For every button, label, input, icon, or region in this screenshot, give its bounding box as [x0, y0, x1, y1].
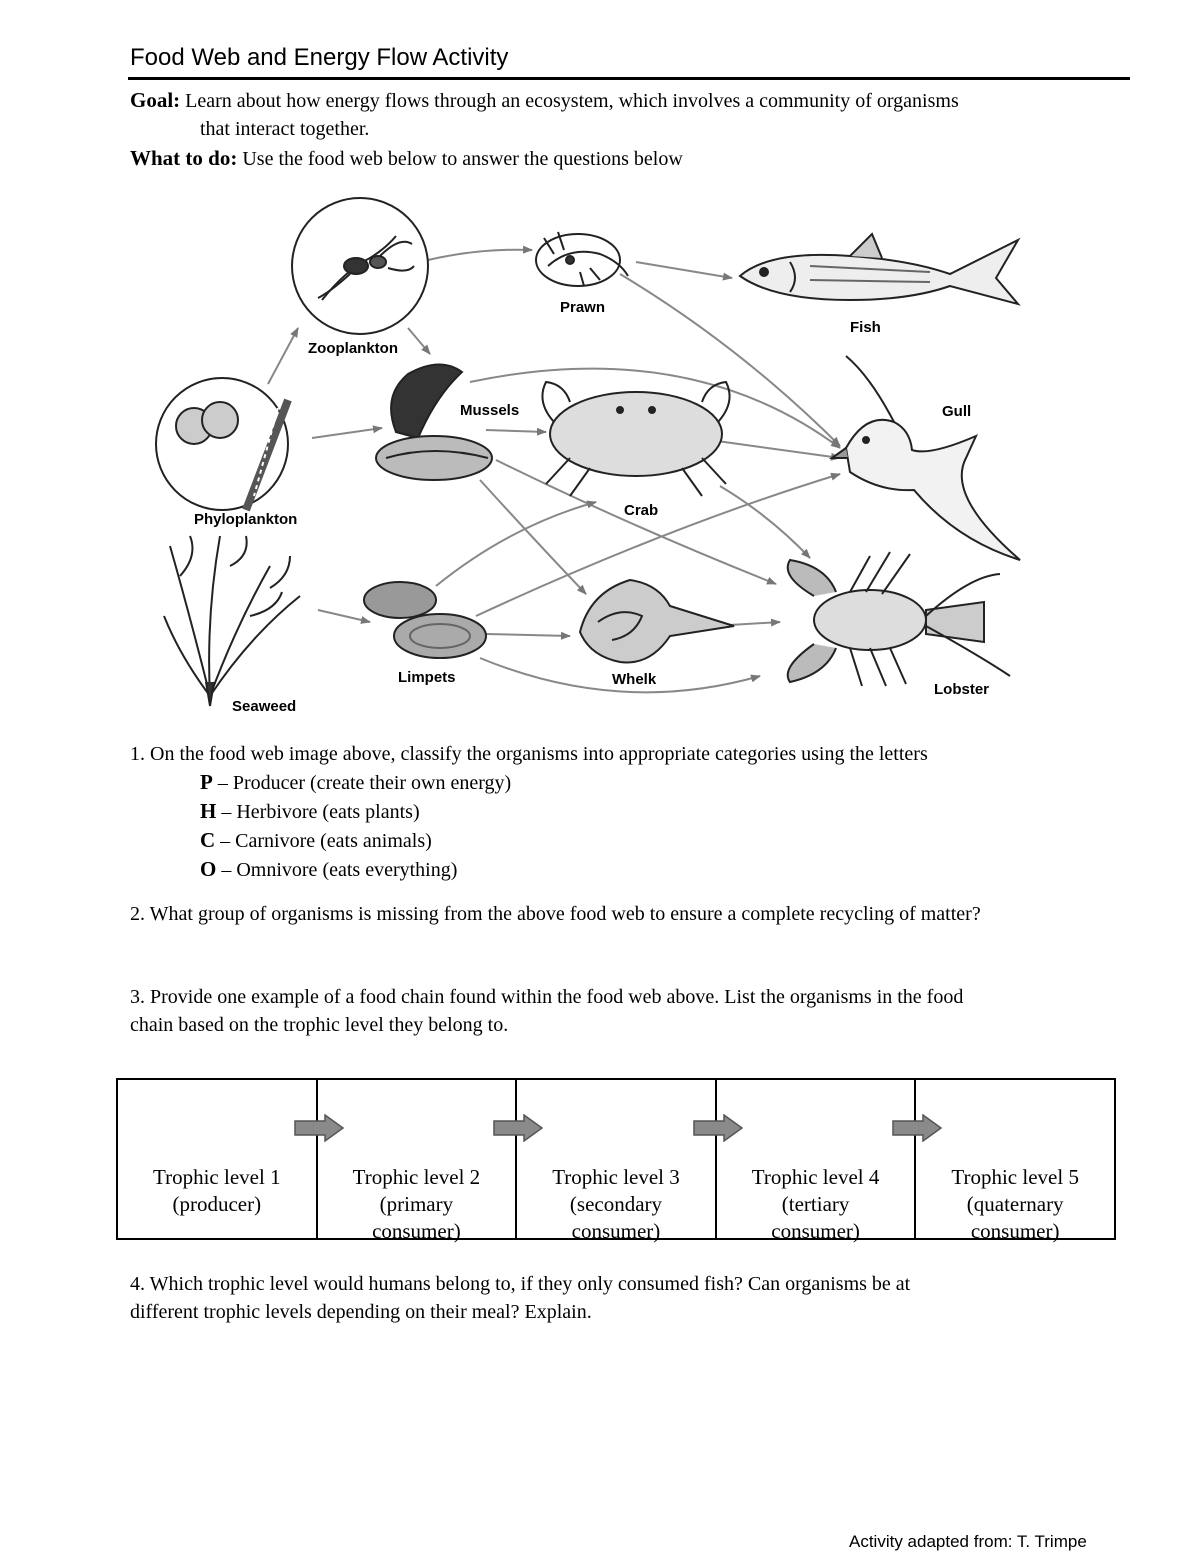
trophic-level-name: Trophic level 2 — [352, 1165, 481, 1189]
category-omnivore: O – Omnivore (eats everything) — [130, 855, 928, 884]
arrow-limpets-gull — [475, 472, 841, 617]
zooplankton-illustration — [291, 197, 429, 335]
limpets-illustration — [363, 581, 487, 659]
label-prawn: Prawn — [560, 299, 605, 316]
goal-line-2: that interact together. — [200, 118, 370, 140]
label-seaweed: Seaweed — [232, 698, 296, 715]
arrow-seaweed-limpets — [317, 609, 371, 624]
goal-label: Goal: — [130, 88, 181, 112]
arrow-mussels-whelk — [479, 479, 587, 595]
category-desc: – Herbivore (eats plants) — [216, 801, 420, 823]
category-herbivore: H – Herbivore (eats plants) — [130, 797, 928, 826]
trophic-cell-2[interactable]: Trophic level 2 (primary consumer) — [293, 1080, 518, 1243]
arrow-mussels-gull — [469, 367, 841, 449]
label-limpets: Limpets — [398, 669, 456, 686]
category-desc: – Omnivore (eats everything) — [216, 859, 458, 881]
label-lobster: Lobster — [934, 681, 989, 698]
mussels-illustration — [375, 363, 493, 481]
what-to-do-paragraph: What to do: Use the food web below to an… — [130, 144, 683, 173]
trophic-cell-4[interactable]: Trophic level 4 (tertiary consumer) — [693, 1080, 917, 1243]
trophic-level-role: consumer) — [970, 1219, 1060, 1243]
trophic-level-role: consumer) — [571, 1219, 661, 1243]
arrow-phyto-mussels — [311, 425, 383, 439]
whelk-illustration — [578, 578, 735, 664]
crab-illustration — [541, 380, 731, 497]
arrow-zoo-mussels — [407, 327, 431, 355]
trophic-level-role: (secondary — [569, 1192, 663, 1216]
goal-paragraph: Goal: Learn about how energy flows throu… — [130, 86, 1130, 143]
trophic-level-name: Trophic level 5 — [951, 1165, 1079, 1189]
trophic-level-role: (producer) — [172, 1192, 262, 1216]
right-arrow-icon — [892, 1114, 943, 1142]
label-fish: Fish — [850, 319, 881, 336]
category-carnivore: C – Carnivore (eats animals) — [130, 826, 928, 855]
seaweed-illustration — [163, 535, 301, 707]
trophic-level-name: Trophic level 4 — [751, 1165, 880, 1189]
question-2: 2. What group of organisms is missing fr… — [130, 903, 981, 925]
question-1-text: 1. On the food web image above, classify… — [130, 743, 928, 765]
question-1: 1. On the food web image above, classify… — [130, 740, 928, 884]
attribution-footer: Activity adapted from: T. Trimpe — [849, 1532, 1087, 1551]
trophic-cell-5[interactable]: Trophic level 5 (quaternary consumer) — [892, 1080, 1114, 1243]
arrow-mussels-lobster — [495, 459, 777, 585]
arrow-crab-lobster — [719, 485, 811, 559]
question-4-line-1: 4. Which trophic level would humans belo… — [130, 1273, 911, 1295]
arrow-mussels-crab — [485, 427, 547, 436]
lobster-illustration — [786, 551, 1011, 687]
trophic-level-role: consumer) — [771, 1219, 860, 1243]
category-letter: C — [200, 828, 216, 852]
trophic-level-role: (quaternary — [966, 1192, 1064, 1216]
trophic-cell-1[interactable]: Trophic level 1 (producer) — [118, 1080, 318, 1238]
goal-line-1: Learn about how energy flows through an … — [185, 90, 959, 112]
trophic-level-name: Trophic level 3 — [552, 1165, 680, 1189]
trophic-level-name: Trophic level 1 — [153, 1165, 281, 1189]
arrow-zoo-prawn — [427, 245, 533, 261]
arrow-limpets-lobster — [479, 657, 761, 694]
question-3: 3. Provide one example of a food chain f… — [130, 983, 1130, 1039]
question-3-line-1: 3. Provide one example of a food chain f… — [130, 986, 964, 1008]
category-letter: P — [200, 770, 213, 794]
food-web-diagram: Prawn Fish Zooplankton Mussels Gull Crab… — [155, 197, 1021, 715]
label-whelk: Whelk — [612, 671, 657, 688]
category-letter: O — [200, 857, 217, 881]
gull-illustration — [828, 355, 1021, 561]
right-arrow-icon — [693, 1114, 744, 1142]
question-4: 4. Which trophic level would humans belo… — [130, 1270, 1130, 1326]
trophic-cell-3[interactable]: Trophic level 3 (secondary consumer) — [493, 1080, 717, 1243]
category-letter: H — [200, 799, 217, 823]
arrow-crab-gull — [709, 439, 841, 461]
category-desc: – Carnivore (eats animals) — [215, 830, 432, 852]
arrow-limpets-whelk — [485, 631, 571, 640]
question-3-line-2: chain based on the trophic level they be… — [130, 1014, 509, 1036]
what-to-do-label: What to do: — [130, 146, 238, 170]
arrow-limpets-crab — [435, 500, 597, 587]
right-arrow-icon — [493, 1114, 544, 1142]
phyloplankton-illustration — [155, 377, 292, 512]
category-producer: P – Producer (create their own energy) — [130, 768, 928, 797]
trophic-level-role: (tertiary — [781, 1192, 850, 1216]
category-desc: – Producer (create their own energy) — [212, 772, 512, 794]
what-to-do-text: Use the food web below to answer the que… — [242, 148, 683, 170]
page-title: Food Web and Energy Flow Activity — [130, 44, 509, 71]
label-phyloplankton: Phyloplankton — [194, 511, 297, 528]
arrow-prawn-gull — [619, 273, 841, 447]
arrow-phyto-zoo — [267, 327, 299, 385]
prawn-illustration — [535, 231, 629, 287]
label-zooplankton: Zooplankton — [308, 340, 398, 357]
trophic-level-role: (primary — [379, 1192, 454, 1216]
right-arrow-icon — [293, 1114, 344, 1142]
arrow-prawn-fish — [635, 261, 733, 281]
trophic-level-table: Trophic level 1 (producer) Trophic level… — [116, 1078, 1116, 1243]
fish-illustration — [738, 232, 1021, 306]
label-crab: Crab — [624, 502, 658, 519]
label-mussels: Mussels — [460, 402, 519, 419]
label-gull: Gull — [942, 403, 971, 420]
title-rule — [128, 77, 1130, 80]
trophic-level-role: consumer) — [372, 1219, 461, 1243]
question-4-line-2: different trophic levels depending on th… — [130, 1301, 592, 1323]
